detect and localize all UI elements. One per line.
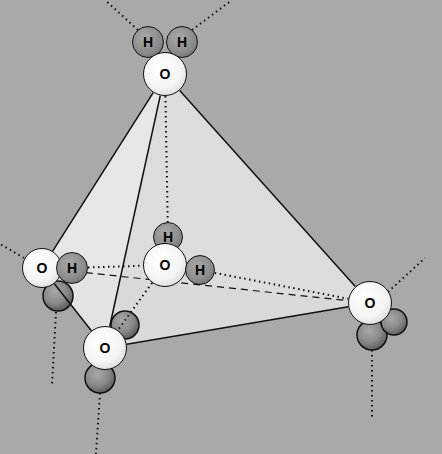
tetrahedron-front-face (105, 74, 370, 348)
tetrahedron-edge (180, 90, 356, 286)
atom-symbol: H (177, 35, 187, 49)
atom-symbol: H (163, 230, 173, 244)
hydrogen-atom: H (185, 255, 215, 285)
hydrogen-bond (215, 273, 349, 299)
atom-symbol: O (160, 67, 171, 81)
atom-symbol: H (195, 263, 205, 277)
oxygen-atom: O (143, 243, 187, 287)
hydrogen-atom: H (56, 252, 88, 284)
hydrogen-bond (88, 266, 143, 268)
oxygen-atom: O (348, 281, 392, 325)
atom-symbol: O (160, 258, 171, 272)
atom-symbol: O (365, 296, 376, 310)
tetrahedron-edge (127, 307, 349, 345)
tetrahedron-edge (110, 95, 161, 326)
oxygen-atom: O (83, 326, 127, 370)
oxygen-atom: O (143, 52, 187, 96)
atom-symbol: O (37, 261, 48, 275)
atom-symbol: H (67, 261, 77, 275)
hydrogen-bond (165, 96, 167, 222)
atom-symbol: H (143, 35, 153, 49)
tetrahedron-edge (54, 284, 91, 331)
outward-bonds (0, 0, 425, 454)
atom-symbol: O (100, 341, 111, 355)
hydrogen-bond (118, 283, 152, 330)
tetrahedron-edge (53, 93, 154, 252)
